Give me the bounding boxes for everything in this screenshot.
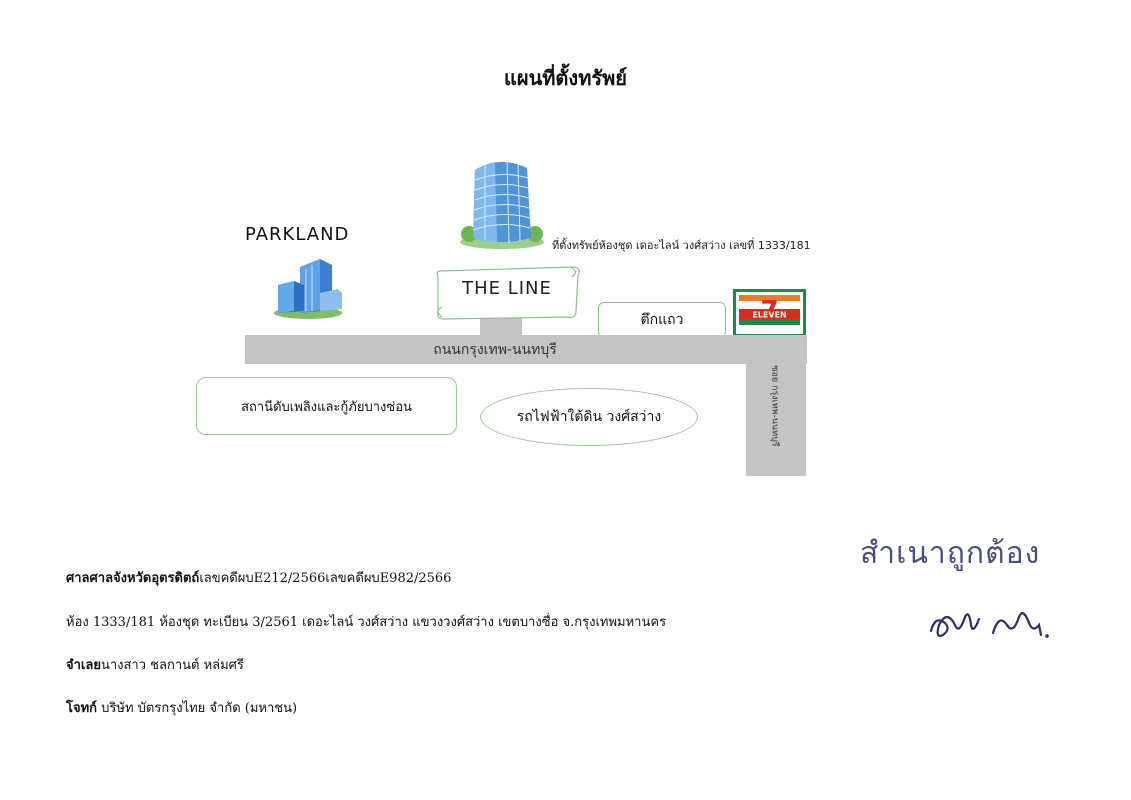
fire-station-label: สถานีดับเพลิงและกู้ภัยบางซ่อน [241,399,412,415]
court-case-line: ศาลศาลจังหวัดอุตรดิตถ์เลขคดีผบE212/2566เ… [66,567,451,588]
main-road [245,335,807,364]
defendant-line: จำเลยนางสาว ชลกานต์ หล่มศรี [66,654,244,675]
the-line-label: THE LINE [462,278,552,299]
case-numbers: เลขคดีผบE212/2566เลขคดีผบE982/2566 [199,571,452,586]
row-house-box: ตึกแถว [598,302,726,338]
certified-copy-stamp: สำเนาถูกต้อง [860,536,1041,571]
mrt-station-ellipse: รถไฟฟ้าใต้ดิน วงศ์สว่าง [480,388,698,446]
main-road-label: ถนนกรุงเทพ-นนทบุรี [433,342,557,358]
seven-eleven-logo-icon: 7 ELEVEN [733,289,806,337]
defendant-label: จำเลย [66,658,101,673]
row-house-label: ตึกแถว [640,312,684,328]
the-line-scroll-banner [436,266,580,320]
page-title: แผนที่ตั้งทรัพย์ [503,66,628,90]
plaintiff-line: โจทก์ บริษัท บัตรกรุงไทย จำกัด (มหาชน) [66,697,297,718]
plaintiff-name: บริษัท บัตรกรุงไทย จำกัด (มหาชน) [97,701,298,716]
parkland-label: PARKLAND [245,224,350,245]
seven-eleven-wordmark: ELEVEN [752,311,786,320]
side-road [746,335,806,476]
side-road-label-wrap: ซอย กรุงเทพ-นนทบุรี [746,335,806,476]
defendant-name: นางสาว ชลกานต์ หล่มศรี [100,658,244,673]
court-label: ศาลศาลจังหวัดอุตรดิตถ์ [66,571,200,586]
parkland-building-icon [274,259,342,319]
mrt-station-label: รถไฟฟ้าใต้ดิน วงศ์สว่าง [516,409,662,425]
the-line-tower-icon [460,159,544,249]
property-location-caption: ที่ตั้งทรัพย์ห้องชุด เดอะไลน์ วงศ์สว่าง … [552,239,811,252]
side-road-label: ซอย กรุงเทพ-นนทบุรี [770,364,780,447]
plaintiff-label: โจทก์ [66,701,98,716]
access-lane [480,315,522,337]
fire-station-box: สถานีดับเพลิงและกู้ภัยบางซ่อน [196,377,457,435]
property-line: ห้อง 1333/181 ห้องชุด ทะเบียน 3/2561 เดอ… [66,615,667,630]
signature [929,612,1049,638]
